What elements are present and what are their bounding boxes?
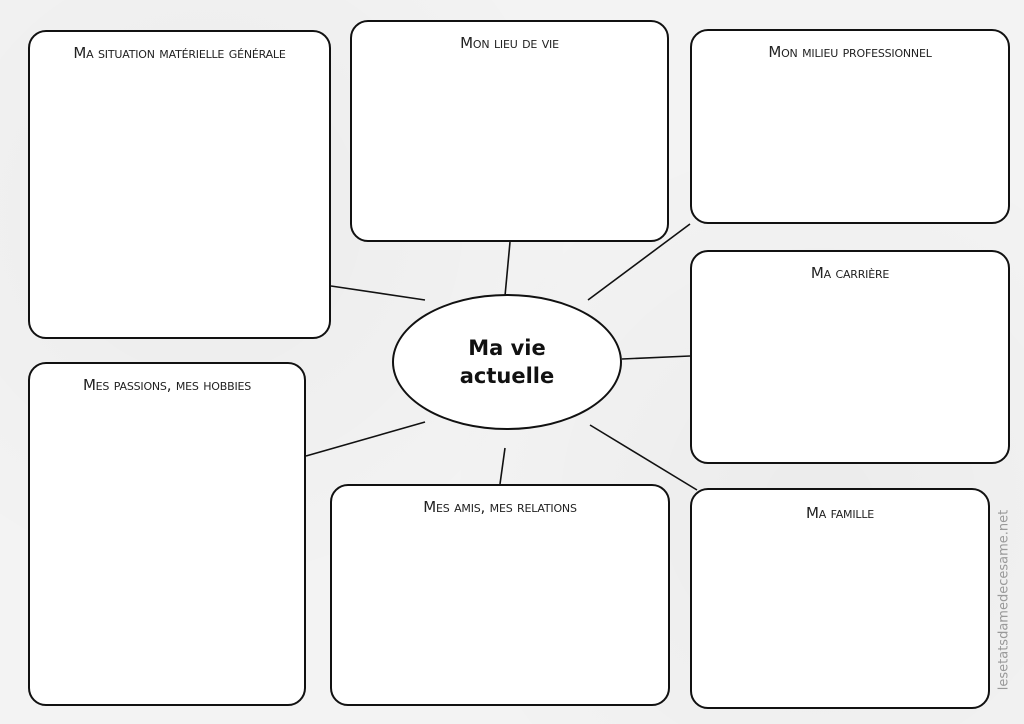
box-title: Mon lieu de vie [460,34,559,52]
box-lieu-de-vie: Mon lieu de vie [350,20,669,242]
center-ellipse: Ma vie actuelle [392,294,622,430]
box-title: Ma situation matérielle générale [73,44,286,62]
connector-line [504,241,511,297]
box-situation-materielle: Ma situation matérielle générale [28,30,331,339]
box-amis-relations: Mes amis, mes relations [330,484,670,706]
connector-line [499,447,506,485]
box-carriere: Ma carrière [690,250,1010,464]
connector-line [330,285,426,301]
connector-line [589,424,698,491]
watermark: lesetatsdamedecesame.net [996,509,1012,691]
connector-line [621,355,691,360]
box-famille: Ma famille [690,488,990,709]
box-title: Mon milieu professionnel [768,43,932,61]
connector-line [305,421,426,457]
box-title: Ma carrière [810,264,890,282]
connector-line [587,223,691,301]
box-milieu-professionnel: Mon milieu professionnel [690,29,1010,224]
box-title: Mes amis, mes relations [423,498,577,516]
box-title: Mes passions, mes hobbies [82,376,252,394]
box-passions-hobbies: Mes passions, mes hobbies [28,362,306,706]
center-title: Ma vie actuelle [459,336,555,388]
box-title: Ma famille [805,504,875,522]
